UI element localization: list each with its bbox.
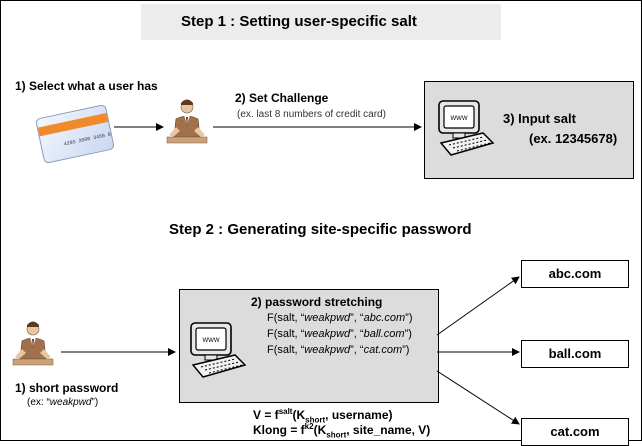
site-box-abc: abc.com [521, 260, 629, 288]
set-challenge-label: 2) Set Challenge [235, 91, 329, 105]
step1-title: Step 1 : Setting user-specific salt [181, 13, 417, 30]
site-box-ball: ball.com [521, 340, 629, 368]
stretch-line-3: F(salt, “weakpwd”, “cat.com”) [267, 344, 410, 356]
challenge-note: (ex. last 8 numbers of credit card) [237, 109, 386, 120]
input-salt-example: (ex. 12345678) [529, 131, 618, 146]
user-person-icon [12, 321, 54, 366]
short-password-label: 1) short password [15, 381, 119, 395]
arrow-icon [436, 370, 520, 425]
input-salt-label: 3) Input salt [503, 111, 576, 126]
formula-klong: Klong = fk2(Kshort, site_name, V) [253, 422, 431, 440]
stretch-line-2: F(salt, “weakpwd”, “ball.com”) [267, 328, 412, 340]
step1-title-band [141, 4, 501, 40]
formula-v: V = fsalt(Kshort, username) [253, 407, 393, 425]
password-stretching-label: 2) password stretching [251, 295, 383, 309]
select-what-user-has-label: 1) Select what a user has [15, 79, 158, 93]
computer-terminal-icon [190, 322, 246, 378]
arrow-icon [436, 276, 520, 336]
short-password-example: (ex: “weakpwd”) [27, 397, 99, 408]
user-person-icon [166, 99, 208, 144]
stretch-line-1: F(salt, “weakpwd”, “abc.com”) [267, 312, 413, 324]
step2-title: Step 2 : Generating site-specific passwo… [169, 221, 472, 238]
computer-terminal-icon [438, 100, 494, 156]
